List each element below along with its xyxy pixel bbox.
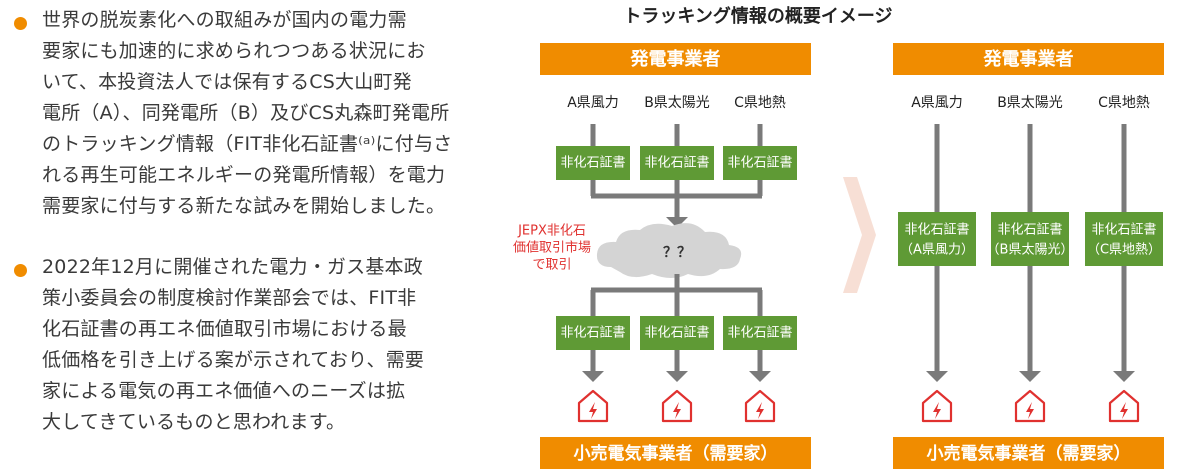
bullet-dot — [14, 264, 27, 277]
consumer-house-icon — [577, 389, 609, 423]
consumer-house-icon — [744, 389, 776, 423]
bullet-text-line: 策小委員会の制度検討作業部会では、FIT非 — [42, 287, 417, 309]
certificate-box — [556, 146, 630, 180]
tracked-certificate-box — [898, 212, 976, 266]
chevron-arrow-icon — [843, 177, 876, 293]
consumer-house-icon — [661, 389, 693, 423]
arrow-to-consumer-head — [666, 371, 688, 382]
bullet-text-line: 需要家に付与する新たな試みを開始しました。 — [42, 195, 446, 217]
tracked-certificate-label: 非化石証書 — [904, 223, 969, 238]
arrow-to-consumer-head — [1019, 371, 1041, 382]
market-label-line: 価値取引市場 — [513, 240, 591, 256]
bullet-item-2: 2022年12月に開催された電力・ガス基本政 策小委員会の制度検討作業部会では、… — [14, 252, 492, 438]
retailer-footer-label: 小売電気事業者（需要家） — [927, 443, 1131, 464]
tracked-certificate-origin: （C県地熱） — [1087, 243, 1161, 258]
producer-header-label: 発電事業者 — [983, 48, 1074, 70]
certificate-box — [723, 316, 797, 350]
bullet-text-line: 要家にも加速的に求められつつある状況にお — [42, 40, 426, 62]
certificate-box — [723, 146, 797, 180]
bullet-text-line: 大してきているものと思われます。 — [42, 411, 346, 433]
lightning-icon — [1026, 402, 1034, 419]
retailer-footer — [540, 437, 811, 469]
bullet-dot — [14, 17, 27, 30]
tracked-certificate-box — [1085, 212, 1163, 266]
arrow-to-consumer-head — [582, 371, 604, 382]
plant-label: B県太陽光 — [997, 95, 1063, 111]
retailer-footer-label: 小売電気事業者（需要家） — [574, 443, 778, 464]
cloud-unknown-label: ？？ — [663, 245, 691, 261]
plant-label: A県風力 — [567, 95, 619, 111]
tracked-certificate-label: 非化石証書 — [1091, 223, 1156, 238]
tracked-certificate-label: 非化石証書 — [997, 223, 1062, 238]
consumer-house-icon — [1014, 389, 1046, 423]
consumer-house-icon — [1108, 389, 1140, 423]
certificate-box — [556, 316, 630, 350]
market-label-line: JEPX非化石 — [517, 224, 586, 239]
arrow-to-market-head — [666, 217, 688, 228]
lightning-icon — [933, 402, 941, 419]
arrow-to-consumer-head — [1113, 371, 1135, 382]
lightning-icon — [1120, 402, 1128, 419]
tracked-certificate-origin: （B県太陽光） — [987, 243, 1074, 258]
certificate-label: 非化石証書 — [727, 326, 792, 341]
lightning-icon — [673, 402, 681, 419]
bullet-list: 世界の脱炭素化への取組みが国内の電力需 要家にも加速的に求められつつある状況にお… — [14, 0, 492, 469]
arrow-to-consumer-head — [749, 371, 771, 382]
plant-label: C県地熱 — [1098, 95, 1150, 111]
certificate-label: 非化石証書 — [560, 326, 625, 341]
tracked-certificate-box — [991, 212, 1069, 266]
certificate-label: 非化石証書 — [727, 156, 792, 171]
certificate-box — [640, 146, 714, 180]
tracked-certificate-origin: （A県風力） — [900, 243, 974, 258]
plant-label: C県地熱 — [734, 95, 786, 111]
bullet-text-line: 家による電気の再エネ価値へのニーズは拡 — [42, 380, 406, 402]
bullet-item-1: 世界の脱炭素化への取組みが国内の電力需 要家にも加速的に求められつつある状況にお… — [14, 5, 492, 222]
market-cloud — [596, 223, 742, 278]
certificate-label: 非化石証書 — [644, 326, 709, 341]
certificate-box — [640, 316, 714, 350]
bullet-text-line: 世界の脱炭素化への取組みが国内の電力需 — [42, 9, 407, 31]
bullet-text-line: 電所（A）、同発電所（B）及びCS丸森町発電所 — [42, 102, 450, 124]
bullet-text-line: 2022年12月に開催された電力・ガス基本政 — [42, 256, 423, 278]
producer-header-label: 発電事業者 — [630, 48, 721, 70]
producer-header — [540, 43, 811, 75]
retailer-footer — [893, 437, 1164, 469]
bullet-text-line: 化石証書の再エネ価値取引市場における最 — [42, 318, 407, 340]
bullet-text-line: のトラッキング情報（FIT非化石証書⁽ᵃ⁾に付与さ — [42, 133, 453, 155]
producer-header — [893, 43, 1164, 75]
bullet-text-line: 低価格を引き上げる案が示されており、需要 — [42, 349, 425, 371]
plant-label: A県風力 — [911, 95, 963, 111]
diagram-title: トラッキング情報の概要イメージ — [623, 5, 892, 27]
bullet-text-line: いて、本投資法人では保有するCS大山町発 — [42, 71, 412, 93]
consumer-house-icon — [921, 389, 953, 423]
arrow-to-consumer-head — [926, 371, 948, 382]
market-label-line: で取引 — [532, 258, 571, 273]
plant-label: B県太陽光 — [644, 95, 710, 111]
bullet-text-line: れる再生可能エネルギーの発電所情報）を電力 — [42, 164, 446, 186]
certificate-label: 非化石証書 — [644, 156, 709, 171]
lightning-icon — [589, 402, 597, 419]
lightning-icon — [756, 402, 764, 419]
certificate-label: 非化石証書 — [560, 156, 625, 171]
